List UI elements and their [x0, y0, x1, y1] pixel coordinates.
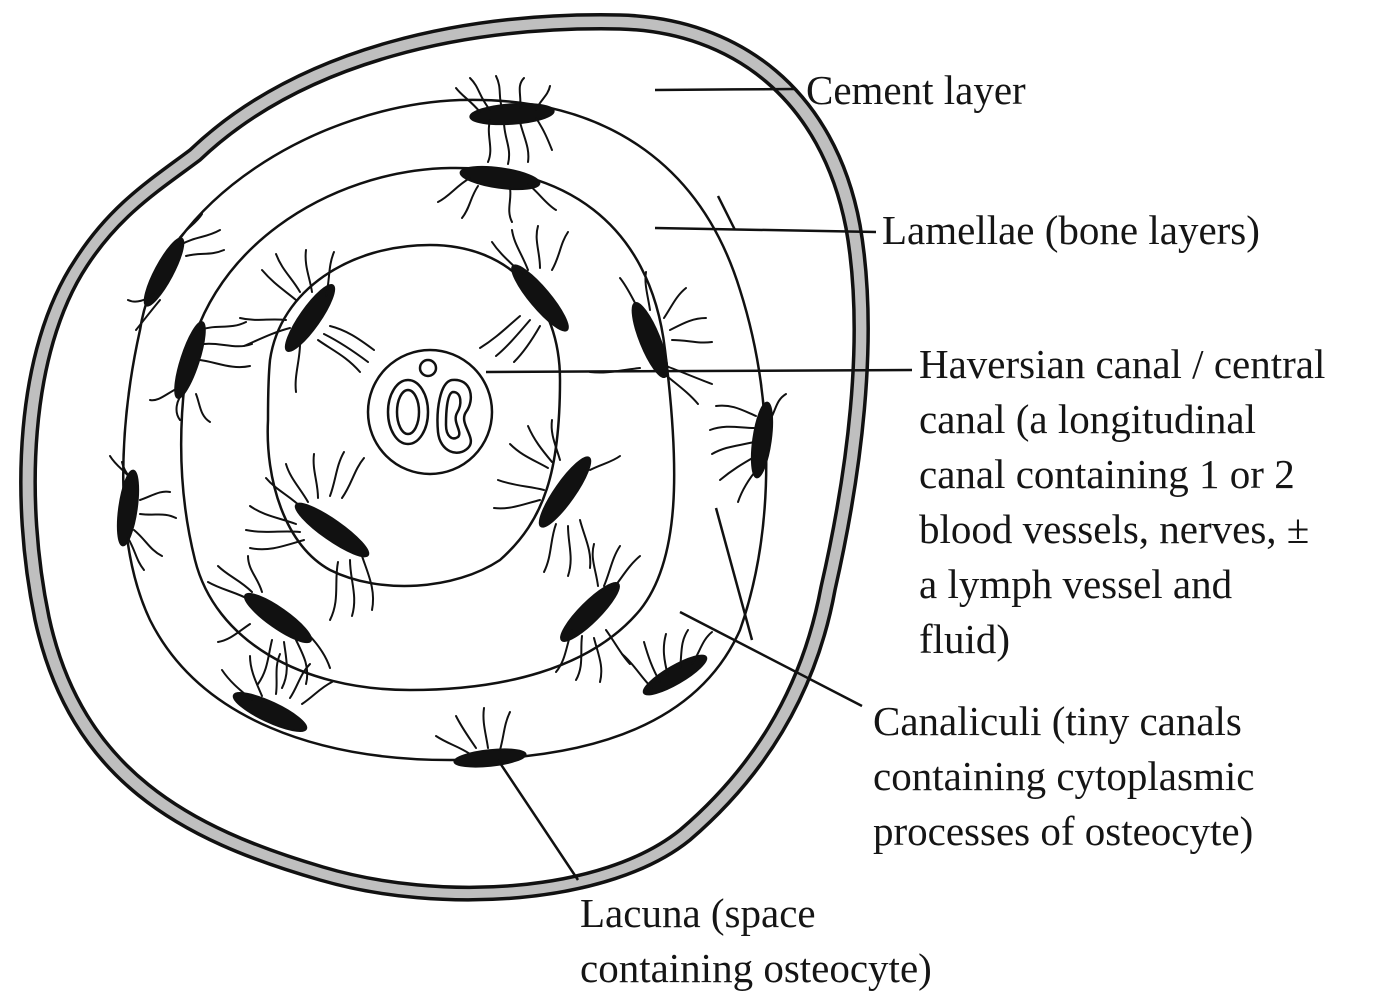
blood-vessel-left-inner: [397, 390, 419, 434]
lacuna: [748, 401, 776, 479]
leader-canaliculi-2: [716, 508, 752, 640]
lacuna: [290, 497, 374, 564]
lamellae-label: Lamellae (bone layers): [882, 203, 1260, 258]
central-canal-outline: [368, 350, 492, 474]
lacuna: [114, 469, 142, 547]
lacuna: [230, 686, 311, 738]
leader-lamellae: [655, 228, 876, 232]
leader-lamellae-tick: [718, 196, 735, 230]
canaliculi-label: Canaliculi (tiny canals containing cytop…: [873, 694, 1254, 859]
lacuna: [639, 649, 710, 701]
leader-haversian: [486, 370, 912, 372]
leader-lacuna: [498, 760, 578, 880]
leader-canaliculi-1: [680, 612, 862, 706]
lamella-inner: [268, 245, 560, 586]
leader-cement: [655, 89, 796, 90]
lacuna: [279, 279, 341, 356]
blood-vessel-right-outer: [438, 380, 471, 453]
cement-layer: [21, 15, 868, 900]
lacuna: [239, 587, 316, 649]
haversian-canal: [368, 350, 492, 474]
blood-vessel-right-inner: [446, 392, 460, 438]
lacuna-label: Lacuna (space containing osteocyte): [580, 886, 932, 996]
haversian-canal-label: Haversian canal / central canal (a longi…: [919, 337, 1325, 667]
lymph-vessel: [420, 360, 436, 376]
cement-layer-label: Cement layer: [806, 63, 1026, 118]
lacuna: [459, 163, 541, 194]
canaliculi: [110, 76, 786, 754]
lacuna: [469, 101, 554, 127]
